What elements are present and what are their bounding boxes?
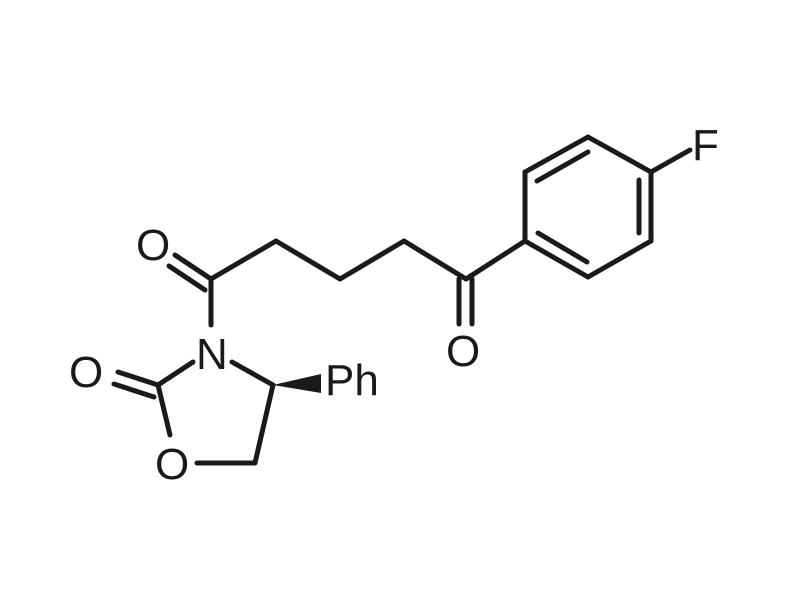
- chain-bond-2: [273, 238, 343, 282]
- stereocenter-to-nitrogen-bond: [229, 359, 276, 388]
- ring-carbonyl-bond-a: [115, 369, 161, 388]
- ring-nitrogen-label: N: [196, 330, 228, 379]
- phenyl-label: Ph: [325, 356, 379, 405]
- ring-bond-6: [522, 238, 591, 280]
- chain-bond-4: [401, 238, 469, 282]
- chain-bond-3: [337, 238, 407, 282]
- acyl-oxygen-label: O: [136, 221, 170, 270]
- fluorine-bond: [648, 147, 693, 175]
- stereo-wedge-bond: [273, 374, 321, 393]
- nitrogen-to-ring-carbonyl-bond: [155, 359, 196, 388]
- ring-bond-5: [585, 238, 654, 280]
- fluorine-label: F: [692, 121, 719, 170]
- ring-inner-bond-3: [535, 230, 590, 265]
- ring-carbonyl-to-oxygen-bond: [155, 382, 173, 438]
- ring-oxygen-label: O: [155, 440, 189, 489]
- ring-inner-bond-1: [534, 149, 591, 184]
- ring-carbonyl-oxygen-label: O: [69, 348, 103, 397]
- ring-bond-3: [585, 134, 654, 175]
- acyl-carbonyl-bond-b: [166, 263, 208, 293]
- ch2-to-stereocenter-bond: [252, 382, 276, 466]
- ring-carbonyl-bond-b: [111, 381, 157, 400]
- aryl-link-bond: [463, 238, 528, 282]
- ketone-oxygen-label: O: [446, 327, 480, 376]
- ring-bond-2: [522, 134, 591, 175]
- acyl-carbonyl-bond-a: [172, 252, 214, 282]
- chain-bond-1: [208, 238, 279, 282]
